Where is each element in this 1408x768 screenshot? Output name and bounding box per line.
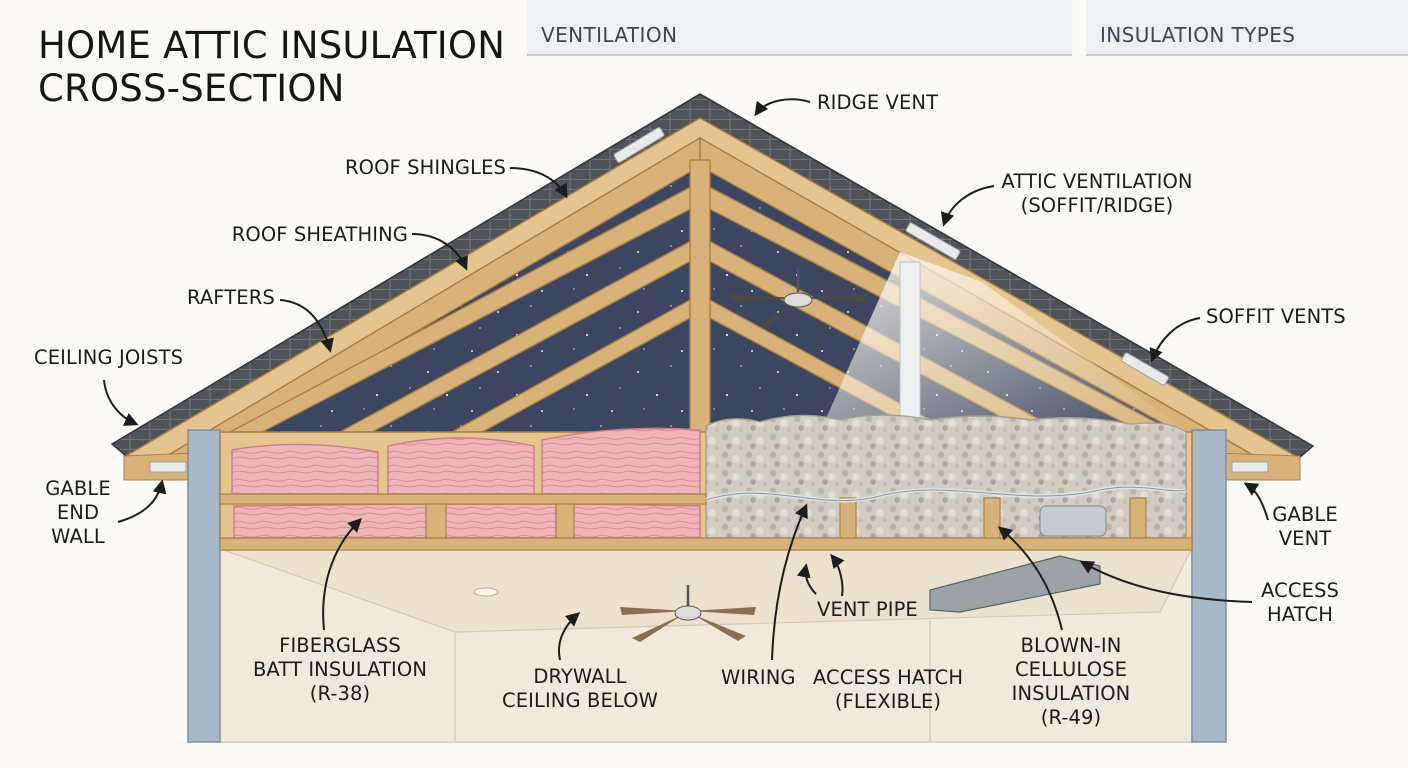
soffit-vent-right — [1121, 352, 1169, 386]
label-fiberglass-batt: FIBERGLASS BATT INSULATION (R-38) — [252, 634, 428, 705]
diagram-title: HOME ATTIC INSULATION CROSS-SECTION — [38, 24, 506, 110]
arrow-roof-shingles — [509, 167, 568, 199]
arrow-attic-ventilation — [940, 185, 995, 227]
arrow-blown-in — [997, 526, 1063, 631]
label-drywall-ceiling: DRYWALL CEILING BELOW — [502, 665, 658, 712]
gable-soffit-vent-right — [1231, 461, 1269, 473]
right-wall-post — [1191, 429, 1227, 743]
arrow-drywall — [558, 612, 581, 661]
ceiling-fan-attic — [730, 268, 866, 329]
label-wiring: WIRING — [721, 666, 796, 689]
label-access-hatch-flexible: ACCESS HATCH (FLEXIBLE) — [812, 666, 964, 713]
arrow-ridge-vent — [754, 98, 811, 117]
fiberglass-batt-insulation — [231, 427, 701, 539]
ventilation-panel-header: VENTILATION — [527, 0, 1072, 56]
arrow-access-hatch-right — [1079, 560, 1253, 603]
arrow-vent-pipe-left — [796, 563, 817, 595]
recessed-light — [473, 587, 499, 597]
label-roof-sheathing: ROOF SHEATHING — [231, 223, 408, 246]
arrow-soffit-vents — [1149, 317, 1201, 363]
flexible-duct — [1039, 505, 1107, 537]
access-hatch-duct — [929, 555, 1101, 613]
label-roof-shingles: ROOF SHINGLES — [344, 156, 506, 179]
ceiling-fan-below — [620, 585, 756, 642]
arrow-rafters — [279, 299, 334, 353]
label-soffit-vents: SOFFIT VENTS — [1206, 305, 1346, 328]
attic-vent-upper — [905, 222, 961, 260]
left-wall-post — [187, 429, 221, 743]
arrow-roof-sheathing — [411, 233, 468, 271]
label-gable-vent: GABLE VENT — [1272, 503, 1338, 550]
insulation-types-panel-header: INSULATION TYPES — [1086, 0, 1408, 56]
label-rafters: RAFTERS — [187, 286, 275, 309]
label-blown-in-cellulose: BLOWN-IN CELLULOSE INSULATION (R-49) — [1011, 634, 1131, 729]
arrow-gable-end-wall — [117, 479, 167, 523]
label-ceiling-joists: CEILING JOISTS — [34, 346, 184, 369]
label-access-hatch-right: ACCESS HATCH — [1261, 579, 1339, 626]
arrow-ceiling-joists — [103, 379, 139, 426]
arrow-gable-vent — [1243, 482, 1269, 521]
arrow-vent-pipe-right — [830, 553, 845, 597]
label-ridge-vent: RIDGE VENT — [817, 91, 939, 114]
ventilation-panel-title: VENTILATION — [541, 23, 678, 47]
insulation-types-panel-title: INSULATION TYPES — [1100, 23, 1296, 47]
label-gable-end-wall: GABLE END WALL — [45, 477, 111, 548]
vent-pipe — [899, 261, 921, 441]
blown-in-cellulose-insulation — [705, 414, 1187, 539]
label-attic-ventilation: ATTIC VENTILATION (SOFFIT/RIDGE) — [1001, 170, 1193, 217]
label-vent-pipe: VENT PIPE — [817, 598, 918, 621]
arrow-wiring — [771, 503, 808, 661]
ridge-vent — [613, 127, 665, 163]
arrow-fiberglass — [322, 518, 362, 631]
ceiling-joists — [219, 493, 1193, 551]
gable-soffit-vent-left — [149, 461, 187, 473]
